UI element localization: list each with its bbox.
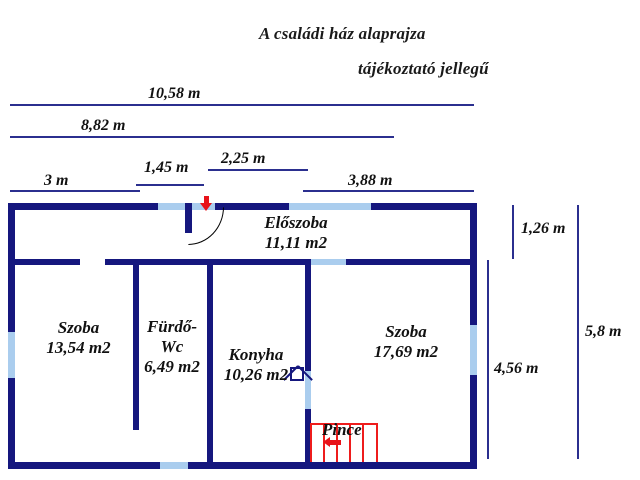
dimension-rule-right-mid bbox=[487, 260, 489, 459]
room-name-second-line: Wc bbox=[160, 337, 184, 357]
exterior-wall-top-right-a bbox=[222, 203, 281, 210]
dimension-mid-segment-1: 1,45 m bbox=[144, 159, 189, 176]
interior-wall-h-right-b bbox=[346, 259, 477, 265]
room-label-szoba-right: Szoba 17,69 m2 bbox=[342, 322, 470, 362]
page-subtitle: tájékoztató jellegű bbox=[358, 59, 489, 78]
exterior-wall-top-mid bbox=[281, 203, 289, 210]
room-label-szoba-left: Szoba 13,54 m2 bbox=[26, 318, 131, 358]
room-name: Konyha bbox=[228, 345, 284, 364]
dimension-top-overall: 10,58 m bbox=[148, 85, 201, 102]
cellar-label: Pince bbox=[322, 420, 362, 439]
dimension-rule-right-short bbox=[512, 205, 514, 259]
interior-wall-v-konyha-szoba-lower bbox=[305, 409, 311, 462]
interior-wall-v-szoba-furdo bbox=[133, 259, 139, 430]
cellar-direction-arrow-icon bbox=[323, 437, 342, 448]
door-swing-icon bbox=[188, 207, 224, 245]
interior-wall-v-furdo-konyha bbox=[207, 259, 213, 462]
room-area: 11,11 m2 bbox=[264, 233, 328, 253]
interior-wall-v-konyha-szoba-upper bbox=[305, 259, 311, 371]
exterior-wall-top-right-b bbox=[371, 203, 477, 210]
exterior-wall-left-lower bbox=[8, 378, 15, 469]
exterior-wall-bottom-right bbox=[188, 462, 477, 469]
room-area: 13,54 m2 bbox=[46, 338, 111, 358]
dimension-rule-left bbox=[10, 190, 140, 192]
dimension-rule-mid-1 bbox=[136, 184, 204, 186]
exterior-wall-left-upper bbox=[8, 203, 15, 332]
dimension-right-short: 1,26 m bbox=[521, 220, 566, 237]
exterior-wall-bottom-left bbox=[8, 462, 160, 469]
room-name: Előszoba bbox=[264, 213, 328, 232]
dimension-rule-right bbox=[303, 190, 474, 192]
dimension-top-second: 8,82 m bbox=[81, 117, 126, 134]
exterior-wall-top-left bbox=[8, 203, 158, 210]
entrance-arrow-icon bbox=[200, 196, 213, 212]
window-top-right bbox=[289, 203, 371, 210]
room-name: Fürdő- bbox=[146, 317, 198, 336]
room-name: Szoba bbox=[57, 318, 100, 337]
room-area: 10,26 m2 bbox=[223, 365, 289, 385]
interior-wall-h-right-a bbox=[270, 259, 307, 265]
door-opening-eloszoba-szoba bbox=[307, 259, 346, 265]
exterior-wall-right-lower bbox=[470, 375, 477, 469]
window-left bbox=[8, 332, 15, 378]
room-name: Szoba bbox=[385, 322, 427, 341]
dimension-left-segment: 3 m bbox=[44, 172, 69, 189]
dimension-rule-top-overall bbox=[10, 104, 474, 106]
entrance-jamb-right bbox=[215, 203, 222, 210]
room-label-eloszoba: Előszoba 11,11 m2 bbox=[232, 213, 360, 253]
room-area: 17,69 m2 bbox=[373, 342, 439, 362]
dimension-rule-right-overall bbox=[577, 205, 579, 459]
chimney-icon bbox=[283, 365, 313, 381]
dimension-rule-mid-2 bbox=[208, 169, 308, 171]
dimension-rule-top-second bbox=[10, 136, 394, 138]
dimension-right-overall: 5,8 m bbox=[585, 323, 622, 340]
room-area: 6,49 m2 bbox=[144, 357, 200, 377]
room-label-furdo-wc: Fürdő- Wc 6,49 m2 bbox=[136, 317, 208, 377]
interior-wall-h-mid bbox=[105, 259, 270, 265]
interior-wall-h-left bbox=[8, 259, 80, 265]
dimension-mid-segment-2: 2,25 m bbox=[221, 150, 266, 167]
dimension-right-segment: 3,88 m bbox=[348, 172, 393, 189]
page-title: A családi ház alaprajza bbox=[259, 24, 426, 43]
door-opening-konyha-szoba bbox=[305, 371, 311, 409]
room-label-konyha: Konyha 10,26 m2 bbox=[208, 345, 304, 385]
dimension-right-mid: 4,56 m bbox=[494, 360, 539, 377]
window-right bbox=[470, 325, 477, 375]
window-bottom bbox=[160, 462, 188, 469]
